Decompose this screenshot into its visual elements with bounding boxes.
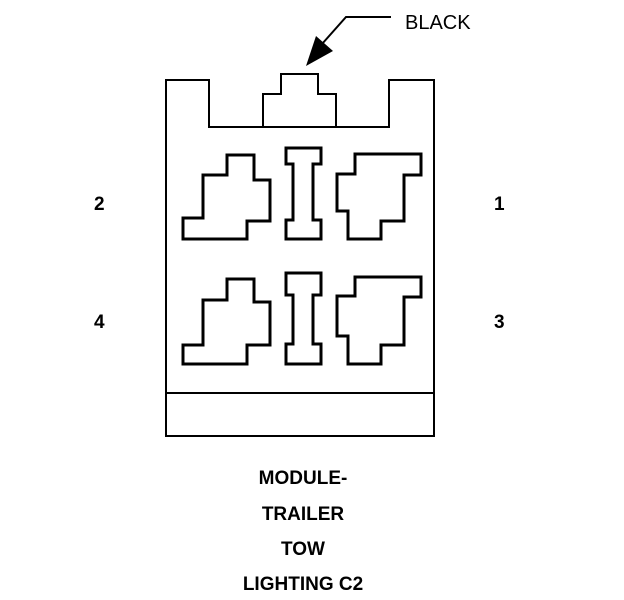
callout-arrow (306, 16, 391, 66)
wire-color-label: BLACK (405, 12, 471, 34)
caption-line-4: LIGHTING C2 (243, 574, 363, 595)
connector-body (165, 79, 435, 437)
caption-line-2: TRAILER (262, 504, 345, 525)
keying-slot-bottom (284, 271, 323, 366)
pin-label-3: 3 (494, 312, 505, 333)
keying-slot-top (284, 146, 323, 241)
pin-cavity-1 (335, 152, 423, 241)
pin-label-2: 2 (94, 194, 105, 215)
pin-label-4: 4 (94, 312, 105, 333)
caption-line-3: TOW (281, 539, 325, 560)
pin-label-1: 1 (494, 194, 505, 215)
pin-cavity-3 (335, 275, 423, 366)
connector-latch (262, 73, 337, 127)
pin-cavity-4 (181, 277, 272, 366)
pin-cavity-2 (181, 153, 272, 241)
caption-line-1: MODULE- (259, 468, 348, 489)
